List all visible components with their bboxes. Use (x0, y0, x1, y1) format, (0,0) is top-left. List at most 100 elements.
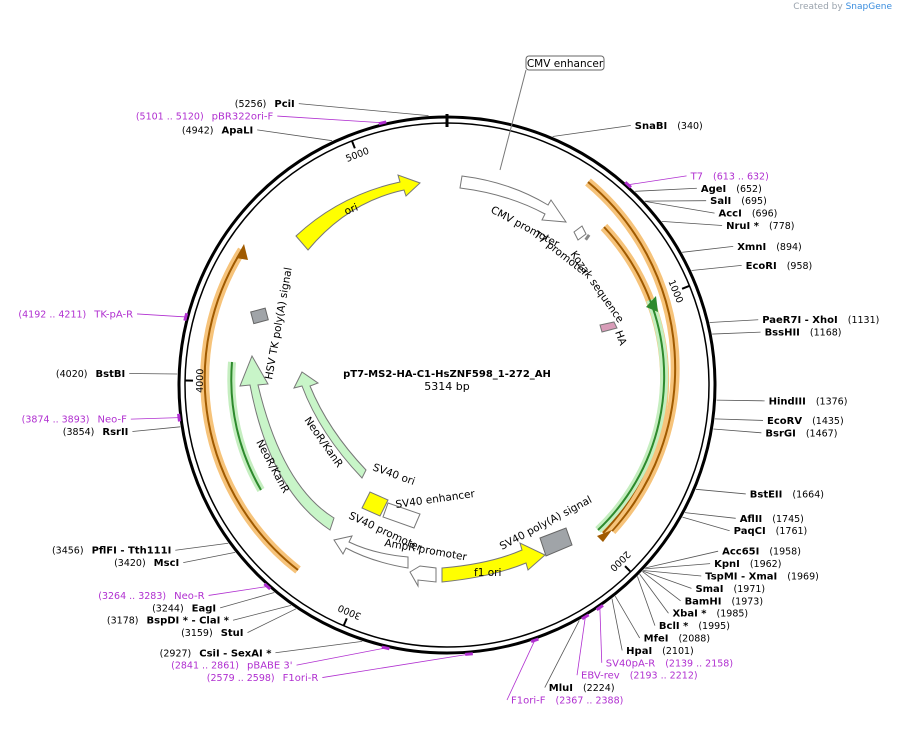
leader-line (552, 125, 631, 137)
feature-sv40-ori: SV40 ori (371, 462, 417, 488)
enzyme-position: (3456) (52, 546, 84, 557)
snapgene-logo: SnapGene (845, 2, 892, 12)
enzyme-name: TspMI - XmaI (705, 572, 777, 583)
enzyme-name: AflII (740, 514, 763, 525)
leader-line (257, 129, 333, 142)
primer-label: T7 (613 .. 632) (690, 171, 769, 182)
enzyme-name: NruI * (726, 221, 760, 232)
sv40-ori-block (361, 491, 389, 517)
enzyme-name: PaeR7I - XhoI (762, 315, 838, 326)
enzyme-position: (1971) (734, 584, 766, 595)
leader-line (614, 595, 640, 639)
enzyme-label: EcoRV(1435) (767, 416, 844, 427)
leader-line (130, 417, 179, 420)
leader-line (716, 399, 765, 402)
enzyme-name: HpaI (626, 646, 652, 657)
leader-layer (129, 103, 765, 701)
leader-line (644, 200, 715, 214)
primer-site-mark (381, 645, 390, 651)
leader-line (296, 647, 386, 666)
enzyme-name: EagI (192, 603, 216, 614)
primer-site-mark (624, 181, 632, 189)
enzyme-name: PciI (274, 99, 294, 110)
leader-line (684, 512, 736, 519)
ha-mark (599, 321, 618, 333)
tick-mark (342, 618, 348, 627)
primer-range: (2193 .. 2212) (630, 671, 698, 682)
leader-line (298, 103, 429, 117)
primer-range: (3264 .. 3283) (98, 591, 166, 602)
leader-line (661, 221, 723, 226)
primer-range: (2139 .. 2158) (665, 658, 733, 669)
primer-name: T7 (690, 171, 703, 182)
enzyme-label: HindIII(1376) (769, 396, 848, 407)
enzyme-label: MluI(2224) (549, 683, 615, 694)
enzyme-label: BamHI(1973) (685, 596, 763, 607)
enzyme-name: CsiI - SexAI * (199, 648, 272, 659)
enzyme-label: (3854)RsrII (63, 427, 129, 438)
enzyme-name: SmaI (695, 584, 723, 595)
enzyme-name: SalI (710, 196, 731, 207)
enzyme-position: (340) (677, 121, 703, 132)
leader-line (599, 607, 603, 663)
primer-range: (613 .. 632) (713, 171, 769, 182)
enzyme-label: NruI * (778) (726, 221, 794, 232)
enzyme-name: EcoRI (746, 261, 777, 272)
primer-name: TK-pA-R (93, 309, 133, 320)
feature-ori: ori (343, 202, 360, 218)
enzyme-position: (778) (769, 221, 795, 232)
primer-site-mark (595, 604, 604, 611)
leader-line (506, 640, 536, 701)
enzyme-name: SnaBI (635, 121, 667, 132)
enzyme-name: Acc65I (722, 547, 759, 558)
leader-line (709, 319, 759, 323)
primer-label: (3874 .. 3893)Neo-F (22, 415, 127, 426)
feature-sv40-enhancer: SV40 enhancer (395, 488, 477, 511)
enzyme-label: (5256) PciI (235, 99, 295, 110)
primer-label: (2579 .. 2598)F1ori-R (207, 673, 319, 684)
primer-range: (2579 .. 2598) (207, 673, 275, 684)
primer-name: SV40pA-R (606, 658, 655, 669)
enzyme-label: AgeI(652) (701, 184, 762, 195)
enzyme-position: (3854) (63, 427, 95, 438)
enzyme-name: PaqCI (734, 526, 766, 537)
enzyme-position: (5256) (235, 99, 267, 110)
enzyme-label: SmaI (1971) (695, 584, 765, 595)
primer-site-mark (581, 613, 590, 621)
enzyme-label: SnaBI (340) (635, 121, 703, 132)
orf-arrowhead (597, 530, 612, 542)
primer-range: (2367 .. 2388) (555, 696, 623, 707)
enzyme-position: (1168) (810, 328, 842, 339)
feature-ha: HA (612, 329, 629, 348)
tick-mark (624, 565, 632, 573)
leader-line (132, 426, 181, 432)
snapgene-credit: Created by SnapGene (793, 2, 892, 12)
leader-line (695, 488, 746, 495)
primer-range: (3874 .. 3893) (22, 415, 90, 426)
neor-inner-arrow (293, 371, 367, 479)
enzyme-label: (3244)EagI (152, 603, 216, 614)
enzyme-position: (1958) (769, 547, 801, 558)
enzyme-position: (2224) (583, 683, 615, 694)
primer-range: (4192 .. 4211) (18, 309, 86, 320)
ampr-promoter-arrow (409, 565, 437, 588)
primer-site-mark (183, 312, 189, 322)
enzyme-label: KpnI(1962) (714, 559, 781, 570)
leader-line (576, 616, 586, 676)
leader-line (713, 428, 762, 434)
enzyme-position: (1761) (776, 526, 808, 537)
enzyme-position: (2101) (662, 646, 694, 657)
enzyme-name: BstBI (96, 369, 126, 380)
leader-line (232, 604, 292, 621)
enzyme-position: (1435) (812, 416, 844, 427)
feature-f1-ori: f1 ori (474, 567, 501, 579)
enzyme-position: (652) (736, 184, 762, 195)
leader-line (137, 313, 186, 318)
enzyme-position: (1664) (792, 489, 824, 500)
enzyme-position: (4942) (182, 125, 214, 136)
kozak-mark (584, 233, 591, 241)
left-orf-arc (203, 249, 299, 571)
primer-site-mark (530, 637, 539, 643)
